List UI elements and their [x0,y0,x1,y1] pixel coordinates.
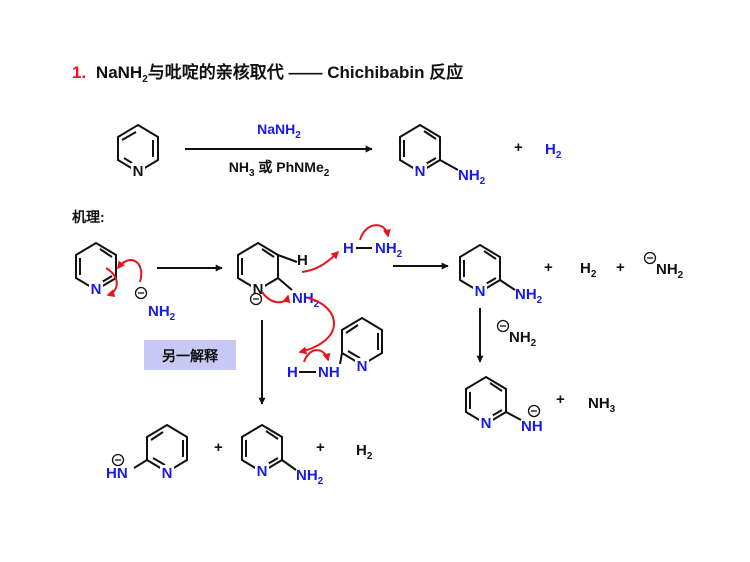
product-amine: NH2 [458,167,486,187]
sigma-nh2: NH2 [292,290,320,310]
minus-charge-3 [643,251,657,265]
mp-nh2-main: NH [515,286,537,303]
aminopyridide-nh: NH [521,418,543,435]
mech-product-nh2: NH2 [515,286,543,306]
mech-product-n: N [475,283,486,300]
amide-base: NH2 [509,329,537,349]
ammonia-h: H [343,240,354,257]
alt-aminopyridine [339,316,383,367]
nh3-sub: 3 [610,404,616,415]
minus-charge-5 [527,404,541,418]
hydrogen-gas-3: H2 [356,442,373,462]
plus-2: + [544,259,553,276]
hydride-arrow [301,250,340,273]
h2-main-3: H [356,442,367,459]
mp-nh2-sub: 2 [537,295,543,306]
alt-cleave-arrow [303,349,331,363]
hydrogen-gas-1: H2 [545,141,562,161]
amide2-sub: 2 [678,270,684,281]
cond-b-sub: 2 [324,168,330,179]
bottom-nh2-sub: 2 [318,476,324,487]
bond-cleave-arrow [359,224,391,241]
h2-main-1: H [545,141,556,158]
product-amine-sub: 2 [480,176,486,187]
title-reagent-sub: 2 [142,74,148,85]
ammonia-nh2: NH2 [375,240,403,260]
title: 1. NaNH2与吡啶的亲核取代 —— Chichibabin 反应 [72,62,463,85]
amide-base-sub: 2 [531,338,537,349]
product-nitrogen: N [415,163,426,180]
aminopyridide-n: N [481,415,492,432]
cond-b: PhNMe [276,159,324,175]
sigma-h: H [297,252,308,269]
alt-h: H [287,364,298,381]
alt-label: 另一解释 [162,348,219,364]
conditions-below: NH3 或 PhNMe2 [229,159,330,179]
minus-charge-2 [249,292,263,306]
amide-base-main: NH [509,329,531,346]
amide-anion: NH2 [148,303,176,323]
alt-hydride-arrow [298,297,335,355]
plus-3: + [616,259,625,276]
h2-sub-2: 2 [591,269,597,280]
ammonia-nh2-sub: 2 [397,249,403,260]
h2-sub-3: 2 [367,451,373,462]
mech-product [459,243,516,294]
alt-ring-n: N [357,358,368,375]
bottom-hn: HN [106,465,128,482]
alt-nh: NH [318,364,340,381]
plus-5: + [214,439,223,456]
ammonia-nh2-main: NH [375,240,397,257]
cond-a-sub: 3 [249,168,255,179]
bottom-anion-n: N [162,465,173,482]
rearomatize-arrow [261,291,291,304]
ammonia: NH3 [588,395,616,415]
plus-1: + [514,139,523,156]
reagent-above-sub: 2 [295,130,301,141]
h2-main-2: H [580,260,591,277]
amide-sub: 2 [170,312,176,323]
mech-pyridine-n: N [91,281,102,298]
product-amine-main: NH [458,167,480,184]
cond-a: NH [229,159,249,175]
sigma-n: N [253,281,264,298]
title-description: 与吡啶的亲核取代 —— Chichibabin 反应 [148,62,463,82]
mechanism-heading: 机理: [72,209,105,225]
title-number: 1. [72,63,86,82]
attack-arrow [117,259,143,283]
title-reagent: NaNH [96,63,142,82]
aminopyridide [465,375,522,426]
amide-main: NH [148,303,170,320]
reagent-above-main: NaNH [257,121,295,137]
nh3-main: NH [588,395,610,412]
hydrogen-gas-2: H2 [580,260,597,280]
pyridine-nitrogen: N [133,163,144,180]
bottom-nh2-main: NH [296,467,318,484]
minus-charge-4 [496,319,510,333]
amide-anion-2: NH2 [656,261,684,281]
pi-shift-arrow [105,267,118,297]
cond-or: 或 [255,159,277,175]
h2-sub-1: 2 [556,150,562,161]
minus-charge-6 [111,453,125,467]
bottom-nh2: NH2 [296,467,324,487]
sigma-complex [237,241,298,292]
plus-6: + [316,439,325,456]
bottom-amine-n: N [257,463,268,480]
alt-label-box [144,340,236,370]
sigma-nh2-sub: 2 [314,299,320,310]
amide2-main: NH [656,261,678,278]
plus-4: + [556,391,565,408]
bottom-anion-pyridine [133,423,188,474]
reagent-above: NaNH2 [257,121,301,141]
sigma-nh2-main: NH [292,290,314,307]
minus-charge-1 [134,286,148,300]
aminopyridine-product [399,123,459,174]
